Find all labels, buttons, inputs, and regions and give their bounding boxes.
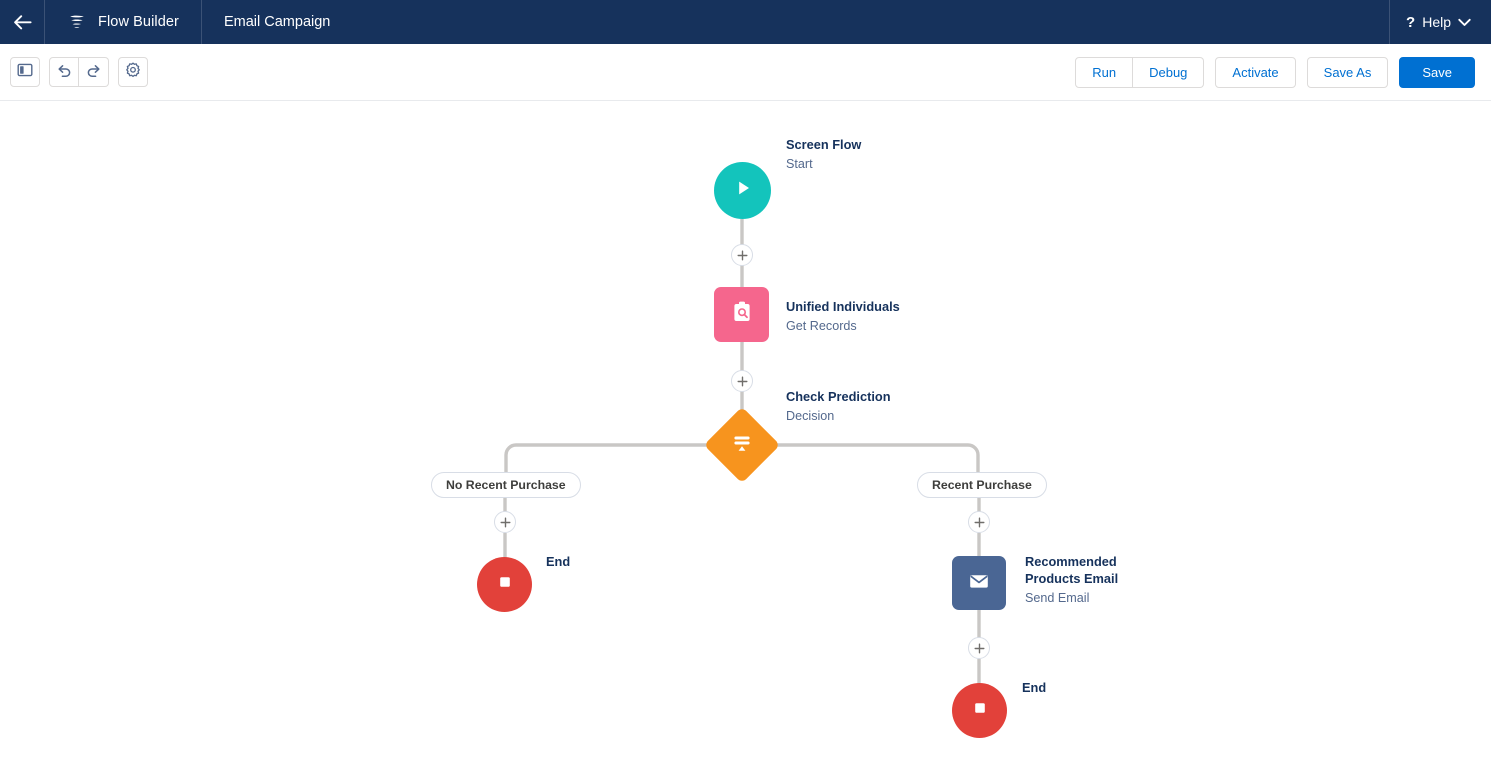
get-records-title: Unified Individuals xyxy=(786,299,900,314)
flow-builder-app-link[interactable]: Flow Builder xyxy=(45,0,201,44)
decision-title: Check Prediction xyxy=(786,389,891,404)
save-as-button[interactable]: Save As xyxy=(1306,56,1389,88)
undo-icon xyxy=(56,62,73,83)
send-email-title: Recommended Products Email xyxy=(1025,554,1119,586)
end-left-title: End xyxy=(546,554,571,569)
send-email-subtitle: Send Email xyxy=(1025,591,1090,605)
header-divider-3 xyxy=(1389,0,1391,44)
add-element-button-left-branch[interactable] xyxy=(494,511,516,533)
flow-node-end-left-label: End xyxy=(546,553,570,570)
redo-button[interactable] xyxy=(79,57,109,87)
flow-node-decision-label: Check Prediction Decision xyxy=(786,388,891,425)
add-element-button-1[interactable] xyxy=(731,244,753,266)
debug-button[interactable]: Debug xyxy=(1133,56,1205,88)
add-element-button-3[interactable] xyxy=(968,637,990,659)
plus-icon xyxy=(737,376,748,387)
start-subtitle: Start xyxy=(786,157,813,171)
stop-icon xyxy=(970,698,990,723)
branch-right-label: Recent Purchase xyxy=(932,478,1032,492)
flow-node-end-left[interactable] xyxy=(477,557,532,612)
branch-left-label: No Recent Purchase xyxy=(446,478,566,492)
add-element-button-right-branch[interactable] xyxy=(968,511,990,533)
stop-icon xyxy=(495,572,515,597)
undo-redo-group xyxy=(49,57,109,87)
get-records-subtitle: Get Records xyxy=(786,319,857,333)
branch-label-no-recent-purchase[interactable]: No Recent Purchase xyxy=(431,472,581,498)
plus-icon xyxy=(974,643,985,654)
start-title: Screen Flow xyxy=(786,137,862,152)
plus-icon xyxy=(974,517,985,528)
panel-toggle-icon xyxy=(17,62,33,83)
flow-canvas[interactable]: Screen Flow Start Unified Individuals Ge… xyxy=(0,101,1491,765)
header-divider-2 xyxy=(200,0,202,44)
play-icon xyxy=(732,177,754,204)
flow-node-end-right[interactable] xyxy=(952,683,1007,738)
flow-node-get-records-label: Unified Individuals Get Records xyxy=(786,298,900,335)
add-element-button-2[interactable] xyxy=(731,370,753,392)
flow-node-send-email[interactable] xyxy=(952,556,1006,610)
flow-node-start-label: Screen Flow Start xyxy=(786,136,861,173)
help-label: Help xyxy=(1422,14,1451,30)
run-button[interactable]: Run xyxy=(1075,56,1134,88)
question-mark-icon: ? xyxy=(1406,13,1416,31)
app-header: Flow Builder Email Campaign ? Help xyxy=(0,0,1491,44)
toggle-left-panel-button[interactable] xyxy=(10,57,40,87)
toolbar-left-group xyxy=(0,57,148,87)
arrow-left-icon xyxy=(13,14,32,30)
toolbar-right-group: Run Debug Activate Save As Save xyxy=(1075,56,1491,88)
flow-node-send-email-label: Recommended Products Email Send Email xyxy=(1025,553,1141,607)
flow-node-end-right-label: End xyxy=(1022,679,1046,696)
header-divider-1 xyxy=(44,0,45,44)
help-menu-button[interactable]: ? Help xyxy=(1390,0,1491,44)
flow-builder-icon xyxy=(67,12,87,32)
flow-node-start[interactable] xyxy=(714,162,771,219)
flow-toolbar: Run Debug Activate Save As Save xyxy=(0,44,1491,101)
gear-icon xyxy=(125,62,141,83)
redo-icon xyxy=(85,62,102,83)
run-debug-group: Run Debug xyxy=(1075,56,1205,88)
flow-node-get-records[interactable] xyxy=(714,287,769,342)
activate-button[interactable]: Activate xyxy=(1215,56,1296,88)
end-right-title: End xyxy=(1022,680,1047,695)
plus-icon xyxy=(737,250,748,261)
save-button[interactable]: Save xyxy=(1399,56,1475,88)
flow-settings-button[interactable] xyxy=(118,57,148,87)
decision-subtitle: Decision xyxy=(786,409,835,423)
plus-icon xyxy=(500,517,511,528)
clipboard-search-icon xyxy=(729,299,755,330)
app-name-label: Flow Builder xyxy=(98,14,179,30)
undo-button[interactable] xyxy=(49,57,79,87)
flow-name-label: Email Campaign xyxy=(223,14,331,30)
flow-node-decision[interactable] xyxy=(703,406,781,484)
chevron-down-icon xyxy=(1458,14,1471,30)
envelope-icon xyxy=(966,568,992,599)
back-button[interactable] xyxy=(0,0,44,44)
branch-label-recent-purchase[interactable]: Recent Purchase xyxy=(917,472,1047,498)
